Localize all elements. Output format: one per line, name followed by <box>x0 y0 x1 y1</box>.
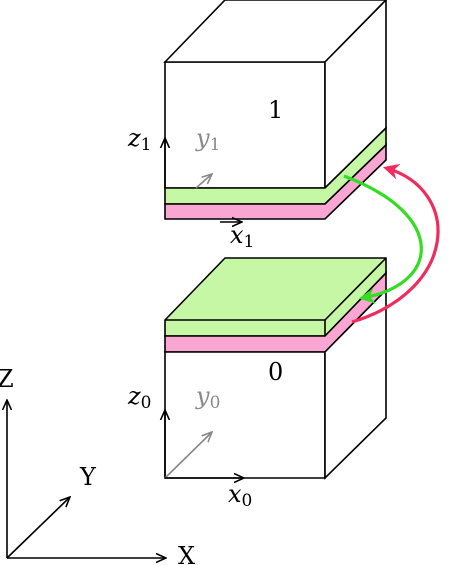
red-curved-arrow <box>351 163 440 324</box>
bottom-z-label: z0 <box>127 382 151 413</box>
global-x-label: X <box>178 542 195 565</box>
bottom-block: 0 z0 y0 x0 <box>127 257 387 511</box>
bottom-y-label: y0 <box>195 382 220 413</box>
top-block-label: 1 <box>268 96 283 124</box>
global-y-axis <box>6 497 70 559</box>
top-x-label: x1 <box>230 221 254 252</box>
global-z-label: Z <box>0 365 14 393</box>
bottom-x-label: x0 <box>228 480 252 511</box>
bottom-block-side-face <box>324 288 387 480</box>
bottom-green-edge-2 <box>324 257 387 321</box>
bottom-y-axis <box>164 432 212 479</box>
top-block: 1 z1 y1 x1 <box>127 0 388 252</box>
bottom-block-front-face <box>164 351 326 479</box>
top-y-axis <box>195 174 212 189</box>
top-block-front-face <box>164 61 326 189</box>
global-axes: Z Y X <box>0 365 195 565</box>
top-block-pink-layer <box>164 143 387 220</box>
top-y-label: y1 <box>195 124 220 155</box>
top-z-label: z1 <box>127 124 151 155</box>
green-curved-arrow <box>343 174 423 304</box>
top-block-top-face <box>163 0 388 63</box>
global-y-label: Y <box>79 463 97 491</box>
bottom-block-label: 0 <box>268 358 283 386</box>
